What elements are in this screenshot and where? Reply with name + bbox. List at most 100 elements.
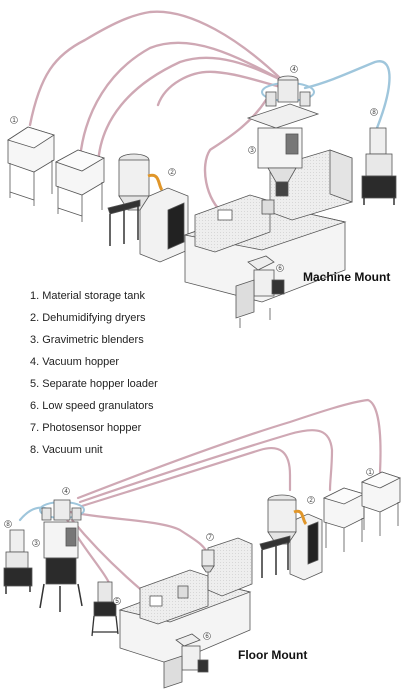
injection-molding-machine-bottom xyxy=(118,537,253,665)
legend-item: 5. Separate hopper loader xyxy=(30,378,158,390)
legend-item: 4. Vacuum hopper xyxy=(30,356,120,368)
marker-circle xyxy=(248,146,256,154)
legend-item: 2. Dehumidifying dryers xyxy=(30,312,146,324)
pipe-line xyxy=(28,10,282,127)
blender-panel xyxy=(65,527,77,547)
marker-4: 4 xyxy=(292,67,296,73)
machine-mount-section: 1 2 3 4 6 8 xyxy=(7,10,397,328)
blender-lower xyxy=(45,557,77,585)
pipe-line xyxy=(156,70,294,107)
marker-6: 6 xyxy=(278,266,282,272)
machine-end xyxy=(329,149,353,203)
marker-circle xyxy=(10,116,18,124)
item-markers-top: 1 2 3 4 6 8 xyxy=(10,65,378,272)
vacuum-motor xyxy=(3,567,33,587)
legend: 1. Material storage tank 2. Dehumidifyin… xyxy=(30,285,240,461)
gravimetric-blender-bottom xyxy=(39,521,83,612)
hopper-body xyxy=(277,79,299,103)
floor-mount-section: 1 2 3 4 5 6 7 8 xyxy=(3,398,402,689)
dryer-hopper xyxy=(118,159,150,197)
vacuum-hopper-top xyxy=(261,75,315,107)
blender-panel xyxy=(285,133,299,155)
vacuum-hopper-bottom xyxy=(39,499,85,521)
hopper-body xyxy=(53,499,71,521)
injection-molding-machine-top xyxy=(183,149,353,303)
marker-circle xyxy=(62,487,70,495)
pipe-line xyxy=(303,60,391,130)
granulator-motor xyxy=(271,279,285,295)
marker-circle xyxy=(366,468,374,476)
granulator-motor xyxy=(197,659,209,673)
legend-item: 8. Vacuum unit xyxy=(30,444,103,456)
granulator-hopper xyxy=(247,255,275,271)
vacuum-motor xyxy=(361,175,397,199)
marker-1: 1 xyxy=(368,470,372,476)
loader-base xyxy=(93,601,117,617)
marker-3: 3 xyxy=(34,541,38,547)
stand-leg xyxy=(77,583,83,607)
granulator-body xyxy=(253,269,275,297)
marker-8: 8 xyxy=(6,522,10,528)
conveying-pipes-top xyxy=(28,10,391,267)
pipe-line xyxy=(96,56,292,167)
marker-circle xyxy=(32,539,40,547)
granulator-body xyxy=(181,645,201,671)
machine-barrel xyxy=(207,537,253,597)
machine-window xyxy=(217,209,233,221)
vacuum-body xyxy=(365,153,393,177)
pipe-line xyxy=(76,398,382,500)
machine-mount-title: Machine Mount xyxy=(303,270,391,284)
hopper-small xyxy=(71,507,82,521)
marker-3: 3 xyxy=(250,148,254,154)
marker-circle xyxy=(113,597,121,605)
marker-circle xyxy=(168,168,176,176)
marker-2: 2 xyxy=(309,498,313,504)
dryer-hose xyxy=(147,173,164,191)
marker-5: 5 xyxy=(115,599,119,605)
dehumidifying-dryer-top xyxy=(107,153,189,263)
vacuum-filter xyxy=(369,127,387,155)
photosensor-cone xyxy=(201,565,215,573)
granulator-bottom xyxy=(163,633,209,689)
stand-leg xyxy=(115,615,119,635)
loader-body xyxy=(97,581,113,603)
legend-item: 1. Material storage tank xyxy=(30,290,145,302)
marker-circle xyxy=(206,533,214,541)
machine-window xyxy=(149,595,163,607)
dryer-panel xyxy=(307,521,319,565)
marker-8: 8 xyxy=(372,110,376,116)
hopper-small xyxy=(265,91,277,107)
hopper-small xyxy=(41,507,52,521)
dryer-hose xyxy=(293,509,308,526)
tank-top xyxy=(360,471,402,489)
granulator-base xyxy=(235,279,255,319)
vacuum-unit-top xyxy=(361,127,397,205)
legend-item: 7. Photosensor hopper xyxy=(30,422,142,434)
machine-clamp xyxy=(139,569,209,625)
material-storage-tanks-bottom xyxy=(322,471,402,552)
marker-2: 2 xyxy=(170,170,174,176)
marker-4: 4 xyxy=(64,489,68,495)
legend-item: 3. Gravimetric blenders xyxy=(30,334,144,346)
dryer-stand xyxy=(107,199,141,215)
separate-hopper-loader xyxy=(91,581,119,637)
granulator-base xyxy=(163,655,183,689)
marker-7: 7 xyxy=(208,535,212,541)
granulator-top xyxy=(235,255,285,328)
blender-throat xyxy=(275,181,289,197)
vacuum-unit-bottom xyxy=(3,529,33,594)
stand-leg xyxy=(39,583,45,609)
hopper-small xyxy=(299,91,311,107)
pipe-line xyxy=(78,429,334,504)
marker-1: 1 xyxy=(12,118,16,124)
dryer-panel xyxy=(167,202,185,250)
marker-circle xyxy=(370,108,378,116)
marker-circle xyxy=(276,264,284,272)
vacuum-body xyxy=(5,551,29,569)
granulator-hopper xyxy=(175,633,201,647)
dehumidifying-dryer-bottom xyxy=(259,494,323,581)
marker-circle xyxy=(307,496,315,504)
dryer-stand xyxy=(259,535,291,551)
